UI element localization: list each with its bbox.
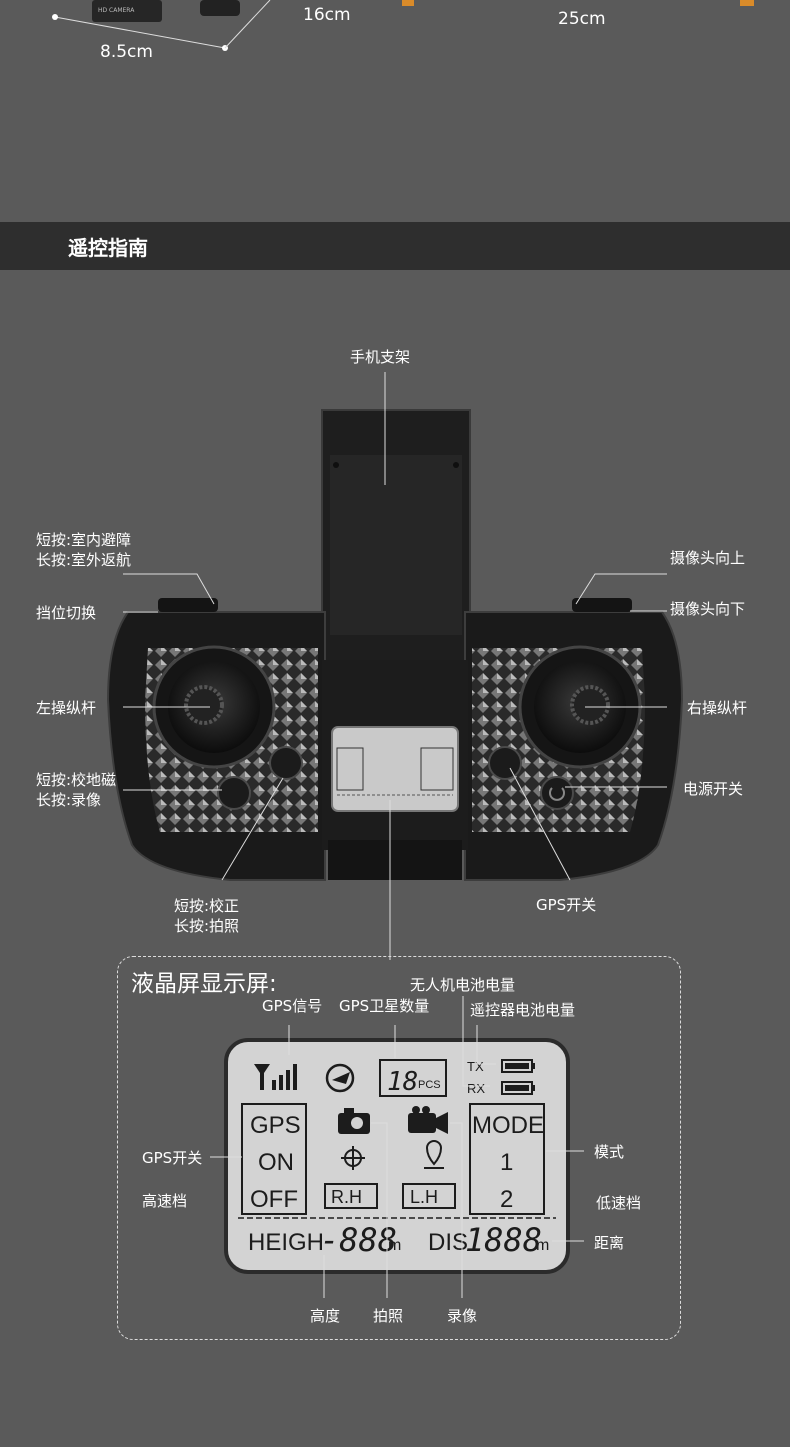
label-height: 高度	[310, 1307, 341, 1325]
sat-count-unit: PCS	[418, 1079, 441, 1091]
dis-unit: m	[536, 1237, 549, 1254]
label-lcd-gps-switch: GPS开关	[142, 1149, 203, 1167]
heigh-value: -888	[320, 1221, 397, 1259]
section-title: 遥控指南	[68, 236, 148, 260]
thumb-lcd-gps-box	[336, 747, 364, 791]
mode-text: MODE	[472, 1112, 544, 1139]
rx-label: RX	[467, 1081, 485, 1096]
video-camera-icon	[408, 1106, 448, 1134]
remote-bottom-tab	[328, 840, 462, 880]
label-gps-sat-count: GPS卫星数量	[339, 997, 430, 1015]
label-photo: 拍照	[373, 1307, 404, 1325]
lcd-panel-title: 液晶屏显示屏:	[131, 971, 277, 997]
calibrate-compass-button	[217, 776, 251, 810]
gps-status-box	[241, 1103, 307, 1215]
dimension-line-length	[224, 0, 271, 49]
label-remote-battery: 遥控器电池电量	[470, 1001, 576, 1019]
mode-1-text: 1	[500, 1149, 513, 1176]
calibrate-photo-button	[269, 746, 303, 780]
right-shoulder-button	[572, 598, 632, 612]
lh-box	[402, 1183, 456, 1209]
label-power-switch: 电源开关	[683, 780, 744, 798]
thumb-lcd-mode-box	[420, 747, 454, 791]
mode-2-text: 2	[500, 1186, 513, 1213]
holder-screw	[453, 462, 459, 468]
phone-holder-plate	[330, 455, 462, 635]
rh-text: R.H	[331, 1187, 362, 1207]
label-left-mid-long: 长按:录像	[36, 791, 102, 809]
dimension-width: 8.5cm	[100, 42, 153, 62]
compass-icon	[341, 1146, 365, 1170]
label-low-speed: 低速档	[596, 1194, 642, 1212]
lcd-leader-lines	[210, 996, 584, 1298]
tx-label: TX	[467, 1059, 484, 1074]
rx-battery-icon	[501, 1081, 535, 1095]
power-icon	[549, 787, 565, 801]
label-gps-switch: GPS开关	[536, 896, 597, 914]
location-pin-icon	[424, 1140, 444, 1169]
dis-label: DIS	[428, 1229, 468, 1256]
dimension-line-width	[54, 16, 226, 49]
rh-box	[324, 1183, 378, 1209]
camera-label: HD CAMERA	[98, 7, 135, 14]
label-camera-down: 摄像头向下	[670, 600, 746, 618]
label-distance: 距离	[594, 1234, 625, 1252]
gps-signal-icon	[254, 1064, 297, 1090]
gps-on-text: ON	[258, 1149, 294, 1176]
lh-text: L.H	[410, 1187, 438, 1207]
drone-status-icon	[325, 1063, 355, 1093]
tx-battery-icon	[501, 1059, 535, 1073]
label-left-top-short: 短按:室内避障	[36, 531, 132, 549]
label-left-top-long: 长按:室外返航	[36, 551, 132, 569]
label-phone-holder: 手机支架	[350, 348, 411, 366]
dimension-span: 25cm	[558, 9, 606, 29]
label-gps-signal: GPS信号	[262, 997, 323, 1015]
label-bottom-long: 长按:拍照	[174, 917, 240, 935]
propeller-tip-orange	[402, 0, 414, 6]
dimension-dot	[52, 14, 58, 20]
holder-screw	[333, 462, 339, 468]
heigh-label: HEIGH	[248, 1229, 324, 1256]
photo-camera-icon	[338, 1108, 370, 1134]
label-left-mid-short: 短按:校地磁	[36, 771, 117, 789]
power-button	[540, 776, 574, 810]
label-high-speed: 高速档	[142, 1192, 188, 1210]
propeller-tip-orange	[740, 0, 754, 6]
heigh-unit: m	[388, 1237, 401, 1254]
label-drone-battery: 无人机电池电量	[410, 976, 516, 994]
dis-value: 1888	[465, 1221, 542, 1259]
sat-count-value: 18	[387, 1067, 418, 1097]
label-gear-switch: 挡位切换	[36, 604, 97, 622]
right-stick-cap	[570, 685, 610, 725]
gps-switch-button	[488, 746, 522, 780]
gps-off-text: OFF	[250, 1186, 298, 1213]
remote-leader-lines	[123, 372, 667, 960]
label-bottom-short: 短按:校正	[174, 897, 240, 915]
gps-text: GPS	[250, 1112, 301, 1139]
label-left-stick: 左操纵杆	[36, 699, 97, 717]
drone-arm	[200, 0, 240, 16]
section-header-bar: 遥控指南	[0, 222, 790, 270]
mode-box	[469, 1103, 545, 1215]
drone-camera-body	[92, 0, 162, 22]
label-camera-up: 摄像头向上	[670, 549, 746, 567]
label-right-stick: 右操纵杆	[687, 699, 748, 717]
dimension-length: 16cm	[303, 5, 351, 25]
label-mode: 模式	[594, 1143, 625, 1161]
drone-partial-drawing	[52, 0, 754, 51]
left-shoulder-button	[158, 598, 218, 612]
label-video: 录像	[447, 1307, 478, 1325]
remote-controller-illustration	[106, 372, 684, 960]
left-stick-cap	[184, 685, 224, 725]
lcd-detail-panel	[117, 956, 681, 1340]
sat-count-box	[379, 1059, 447, 1097]
